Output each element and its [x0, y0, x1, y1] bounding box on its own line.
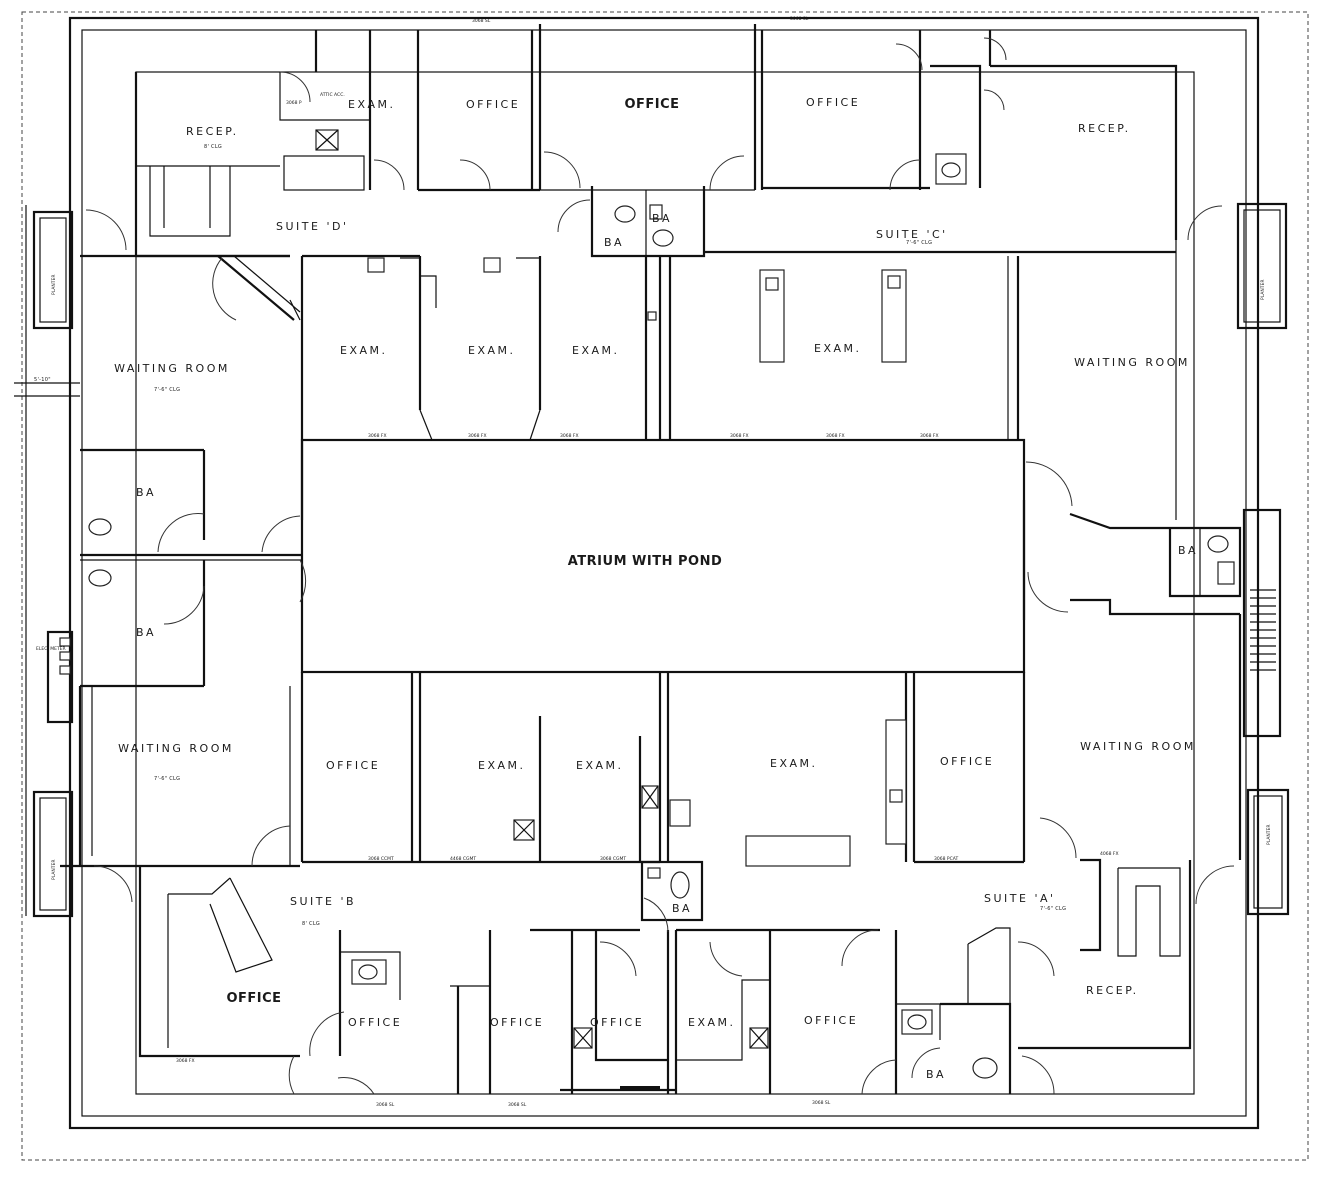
suite-a-label: SUITE 'A'	[984, 892, 1056, 905]
room-labels: SUITE 'D' SUITE 'C' SUITE 'B SUITE 'A' R…	[114, 96, 1198, 1081]
planters: PLANTER PLANTER PLANTER PLANTER	[32, 202, 1290, 918]
planter-top-right	[1236, 202, 1288, 330]
svg-text:3068 FX: 3068 FX	[468, 433, 487, 439]
right-stack	[1022, 240, 1242, 620]
plan-notes: 8' CLG 7'-6" CLG 7'-6" CLG 7'-6" CLG 8' …	[34, 16, 1119, 1108]
room-label: EXAM.	[340, 344, 388, 357]
room-label: WAITING ROOM	[114, 362, 230, 375]
room-label: BA	[136, 486, 156, 499]
room-label: WAITING ROOM	[1080, 740, 1196, 753]
exterior-walls	[68, 16, 1260, 1130]
room-label: EXAM.	[688, 1016, 736, 1029]
room-label: OFFICE	[804, 1014, 858, 1027]
svg-text:ATTIC ACC.: ATTIC ACC.	[320, 92, 345, 98]
planter-label: PLANTER	[51, 275, 57, 296]
room-label: BA	[652, 212, 672, 225]
room-label: OFFICE	[940, 755, 994, 768]
planter-top-left	[32, 210, 74, 330]
planter-label: PLANTER	[51, 860, 57, 881]
suite-d-label: SUITE 'D'	[276, 220, 348, 233]
room-label: EXAM.	[478, 759, 526, 772]
d-entry-diagonal	[217, 255, 301, 321]
svg-text:7'-6" CLG: 7'-6" CLG	[1040, 906, 1066, 912]
svg-text:8' CLG: 8' CLG	[204, 144, 222, 150]
svg-text:3068 PCAT: 3068 PCAT	[934, 856, 958, 862]
room-label: WAITING ROOM	[1074, 356, 1190, 369]
svg-text:4068 FX: 4068 FX	[1100, 851, 1119, 857]
room-label: EXAM.	[770, 757, 818, 770]
room-label: OFFICE	[226, 991, 281, 1006]
svg-text:8' CLG: 8' CLG	[302, 921, 320, 927]
svg-text:3068 SL: 3068 SL	[376, 1102, 395, 1108]
planter-bottom-left	[32, 790, 74, 918]
room-label: WAITING ROOM	[118, 742, 234, 755]
property-line	[21, 11, 1309, 1161]
door-swings	[85, 37, 1235, 1095]
svg-text:3068 SL: 3068 SL	[812, 1100, 831, 1106]
room-label: RECEP.	[1086, 984, 1139, 997]
lower-band-walls	[300, 672, 1026, 922]
svg-text:3068 FX: 3068 FX	[730, 433, 749, 439]
room-label: BA	[1178, 544, 1198, 557]
svg-text:3068 FX: 3068 FX	[560, 433, 579, 439]
room-label: OFFICE	[490, 1016, 544, 1029]
svg-text:7'-6" CLG: 7'-6" CLG	[906, 240, 932, 246]
room-label: RECEP.	[1078, 122, 1131, 135]
svg-text:3068 P: 3068 P	[286, 100, 302, 106]
room-label: BA	[672, 902, 692, 915]
svg-text:7'-6" CLG: 7'-6" CLG	[154, 387, 180, 393]
svg-text:3068 FX: 3068 FX	[826, 433, 845, 439]
room-label: EXAM.	[468, 344, 516, 357]
room-label: EXAM.	[576, 759, 624, 772]
planter-label: PLANTER	[1266, 825, 1272, 846]
room-label: BA	[926, 1068, 946, 1081]
suite-b-label: SUITE 'B	[290, 895, 356, 908]
planter-bottom-right	[1246, 788, 1290, 916]
svg-text:5'-10": 5'-10"	[34, 377, 51, 383]
svg-text:3068 SL: 3068 SL	[508, 1102, 527, 1108]
svg-text:3068 CCMT: 3068 CCMT	[368, 856, 394, 862]
svg-text:3068 SL: 3068 SL	[790, 16, 809, 22]
room-label: OFFICE	[624, 97, 679, 112]
left-side-strip	[14, 205, 80, 916]
room-label: OFFICE	[590, 1016, 644, 1029]
suite-b-lower	[138, 866, 772, 1094]
exam-row-top	[300, 254, 1020, 441]
planter-label: PLANTER	[1260, 280, 1266, 301]
svg-text:3068 SL: 3068 SL	[472, 18, 491, 24]
atrium-label: ATRIUM WITH POND	[568, 554, 723, 569]
room-label: EXAM.	[814, 342, 862, 355]
svg-text:3068 FX: 3068 FX	[368, 433, 387, 439]
room-label: OFFICE	[348, 1016, 402, 1029]
svg-text:7'-6" CLG: 7'-6" CLG	[154, 776, 180, 782]
room-label: EXAM.	[348, 98, 396, 111]
suite-c-label: SUITE 'C'	[876, 228, 948, 241]
room-label: EXAM.	[572, 344, 620, 357]
suite-a-lower	[770, 614, 1242, 1094]
room-label: OFFICE	[326, 759, 380, 772]
svg-text:4468 CGMT: 4468 CGMT	[450, 856, 476, 862]
left-stack	[80, 254, 304, 688]
svg-text:3068 FX: 3068 FX	[920, 433, 939, 439]
stair-right	[1242, 508, 1282, 738]
svg-text:3068 CGMT: 3068 CGMT	[600, 856, 626, 862]
svg-text:3068 FX: 3068 FX	[176, 1058, 195, 1064]
room-label: BA	[136, 626, 156, 639]
svg-text:ELEC. METER: ELEC. METER	[36, 646, 66, 652]
room-label: BA	[604, 236, 624, 249]
room-label: RECEP.	[186, 125, 239, 138]
room-label: OFFICE	[806, 96, 860, 109]
room-label: OFFICE	[466, 98, 520, 111]
